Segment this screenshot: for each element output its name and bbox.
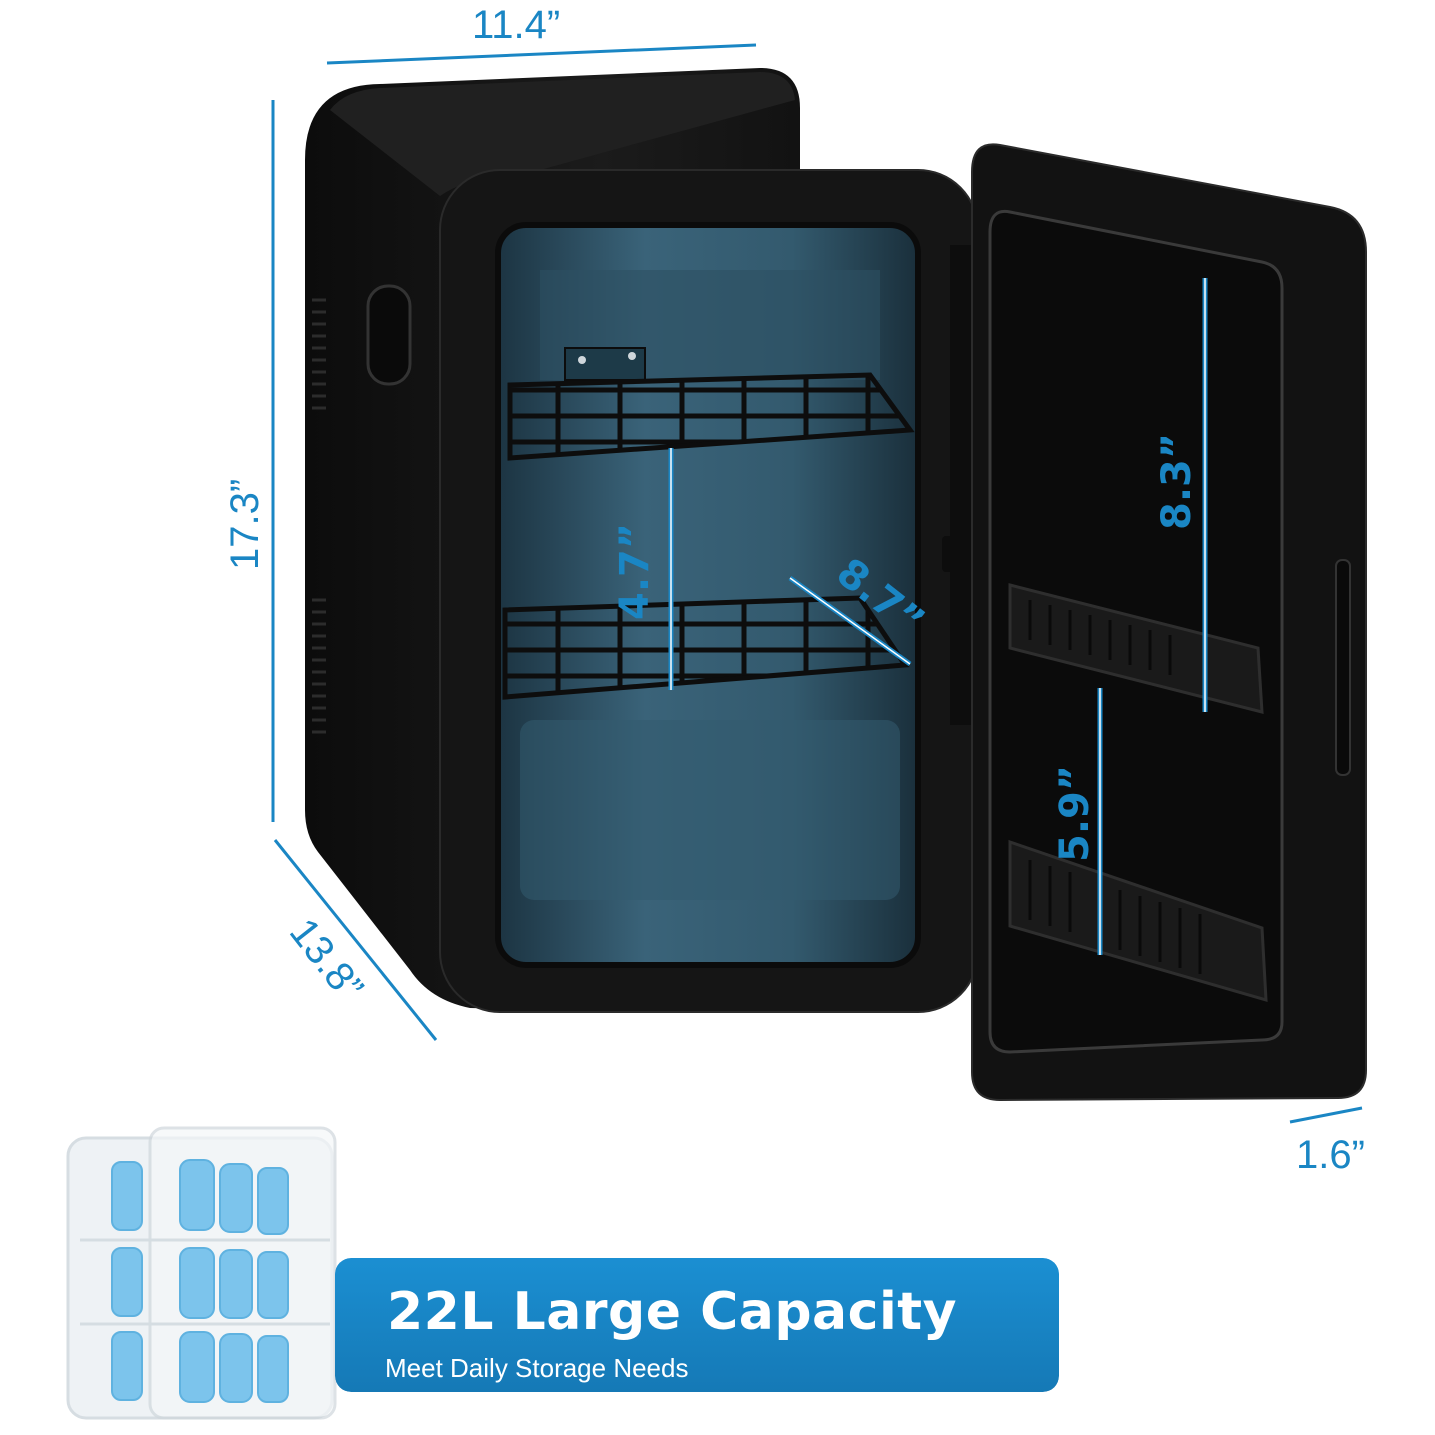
width-dimension: 11.4” (326, 3, 757, 65)
capacity-banner: 22L Large Capacity Meet Daily Storage Ne… (335, 1258, 1059, 1392)
door-depth-label: 1.6” (1296, 1133, 1365, 1177)
open-door (971, 143, 1367, 1102)
door-handle (1335, 559, 1351, 776)
door-lower-dimension: 5.9” (1052, 688, 1103, 955)
fridge-body (305, 68, 979, 1013)
upper-shelf (507, 372, 915, 461)
banner-title: 22L Large Capacity (387, 1282, 958, 1342)
shelf-spacing-label: 4.7” (612, 523, 658, 620)
door-lower-label: 5.9” (1052, 765, 1098, 862)
depth-label: 13.8” (281, 910, 372, 1009)
door-hinge (950, 245, 972, 725)
door-bin-upper-slots (1028, 600, 1172, 675)
hinge-clip (942, 536, 978, 572)
side-vents (312, 298, 326, 734)
banner-background (335, 1258, 1059, 1392)
side-handle (366, 284, 412, 386)
door-bin-lower (1008, 839, 1268, 1003)
fridge-side-panel (305, 68, 800, 1010)
banner-subtitle: Meet Daily Storage Needs (385, 1353, 689, 1383)
door-bin-lower-slots (1028, 860, 1202, 974)
door-depth-dimension: 1.6” (1289, 1106, 1365, 1177)
bracket-screw (578, 356, 586, 364)
bracket-screw (628, 352, 636, 360)
cans (111, 1159, 289, 1403)
depth-line (273, 839, 438, 1041)
capacity-thumbnail (66, 1126, 337, 1420)
height-dimension: 17.3” (223, 100, 275, 822)
shelf-spacing-dimension: 4.7” (612, 448, 674, 690)
width-line (326, 43, 757, 65)
door-upper-label: 8.3” (1154, 433, 1200, 530)
width-label: 11.4” (472, 3, 560, 47)
height-label: 17.3” (223, 479, 267, 570)
door-bin-upper (1008, 583, 1264, 714)
shelf-depth-line-core (789, 577, 911, 665)
fridge-top-face (330, 72, 795, 196)
door-upper-dimension: 8.3” (1154, 278, 1208, 712)
door-depth-line (1289, 1106, 1363, 1124)
back-wall-lower (520, 720, 900, 900)
lower-shelf (502, 595, 910, 700)
